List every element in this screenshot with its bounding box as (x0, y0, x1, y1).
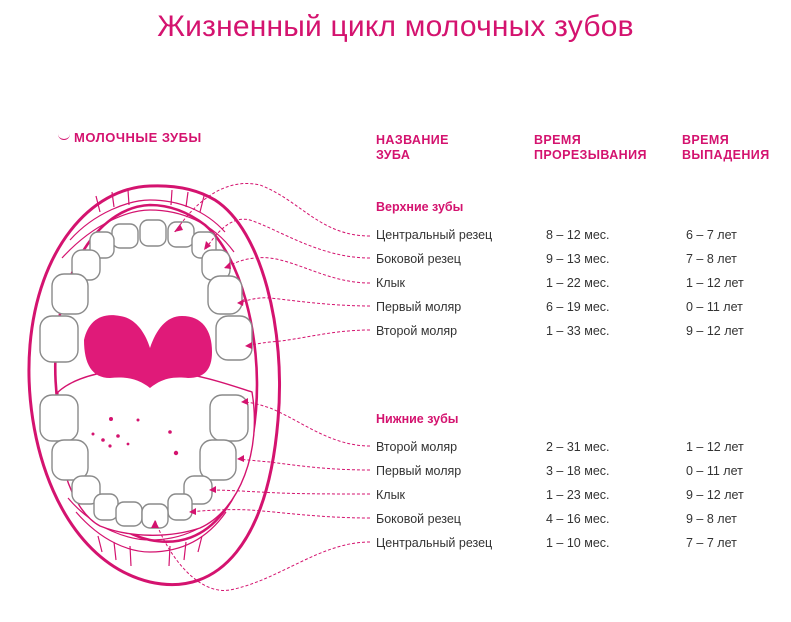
palate (84, 315, 212, 388)
leader-lines (154, 183, 371, 591)
table-row: Второй моляр 2 – 31 мес. 1 – 12 лет (376, 440, 776, 458)
table-row: Центральный резец 8 – 12 мес. 6 – 7 лет (376, 228, 776, 246)
tooth-name: Клык (376, 276, 406, 290)
loss-time: 1 – 12 лет (686, 440, 744, 454)
section-tick-icon (58, 133, 70, 140)
section-label-text: МОЛОЧНЫЕ ЗУБЫ (74, 130, 202, 145)
tooth-name: Центральный резец (376, 536, 493, 550)
tooth-name: Первый моляр (376, 464, 462, 478)
upper-teeth-label: Верхние зубы (376, 200, 464, 214)
eruption-time: 9 – 13 мес. (546, 252, 610, 266)
loss-time: 0 – 11 лет (686, 464, 743, 478)
table-row: Клык 1 – 22 мес. 1 – 12 лет (376, 276, 776, 294)
eruption-time: 4 – 16 мес. (546, 512, 610, 526)
eruption-time: 2 – 31 мес. (546, 440, 610, 454)
loss-time: 6 – 7 лет (686, 228, 737, 242)
header-tooth-name: НАЗВАНИЕ ЗУБА (376, 133, 449, 163)
tooth-name: Первый моляр (376, 300, 462, 314)
header-line: ЗУБА (376, 148, 411, 162)
loss-time: 1 – 12 лет (686, 276, 744, 290)
tooth-name: Боковой резец (376, 252, 461, 266)
loss-time: 9 – 12 лет (686, 488, 744, 502)
tongue-dots (91, 417, 179, 456)
lower-teeth-label: Нижние зубы (376, 412, 459, 426)
tooth-name: Второй моляр (376, 440, 458, 454)
tooth-name: Боковой резец (376, 512, 461, 526)
loss-time: 9 – 8 лет (686, 512, 737, 526)
header-line: НАЗВАНИЕ (376, 133, 449, 147)
tooth-name: Второй моляр (376, 324, 458, 338)
tooth-name: Клык (376, 488, 406, 502)
outer-lips (27, 184, 282, 587)
arrowheads (151, 224, 252, 528)
eruption-time: 8 – 12 мес. (546, 228, 610, 242)
header-eruption: ВРЕМЯ ПРОРЕЗЫВАНИЯ (534, 133, 647, 163)
upper-teeth (39, 219, 253, 363)
table-row: Центральный резец 1 – 10 мес. 7 – 7 лет (376, 536, 776, 554)
upper-gum-lines (61, 189, 235, 259)
loss-time: 0 – 11 лет (686, 300, 743, 314)
table-row: Боковой резец 9 – 13 мес. 7 – 8 лет (376, 252, 776, 270)
loss-time: 9 – 12 лет (686, 324, 744, 338)
table-row: Второй моляр 1 – 33 мес. 9 – 12 лет (376, 324, 776, 342)
eruption-time: 3 – 18 мес. (546, 464, 610, 478)
header-line: ВРЕМЯ (682, 133, 730, 147)
lower-teeth (39, 394, 249, 529)
header-line: ВРЕМЯ (534, 133, 582, 147)
loss-time: 7 – 8 лет (686, 252, 737, 266)
page-title: Жизненный цикл молочных зубов (157, 10, 634, 43)
eruption-time: 6 – 19 мес. (546, 300, 610, 314)
section-label: МОЛОЧНЫЕ ЗУБЫ (58, 130, 202, 145)
header-loss: ВРЕМЯ ВЫПАДЕНИЯ (682, 133, 770, 163)
table-row: Первый моляр 3 – 18 мес. 0 – 11 лет (376, 464, 776, 482)
table-row: Клык 1 – 23 мес. 9 – 12 лет (376, 488, 776, 506)
loss-time: 7 – 7 лет (686, 536, 737, 550)
eruption-time: 1 – 33 мес. (546, 324, 610, 338)
table-row: Боковой резец 4 – 16 мес. 9 – 8 лет (376, 512, 776, 530)
header-line: ВЫПАДЕНИЯ (682, 148, 770, 162)
eruption-time: 1 – 10 мес. (546, 536, 610, 550)
eruption-time: 1 – 23 мес. (546, 488, 610, 502)
table-row: Первый моляр 6 – 19 мес. 0 – 11 лет (376, 300, 776, 318)
tooth-name: Центральный резец (376, 228, 493, 242)
header-line: ПРОРЕЗЫВАНИЯ (534, 148, 647, 162)
eruption-time: 1 – 22 мес. (546, 276, 610, 290)
